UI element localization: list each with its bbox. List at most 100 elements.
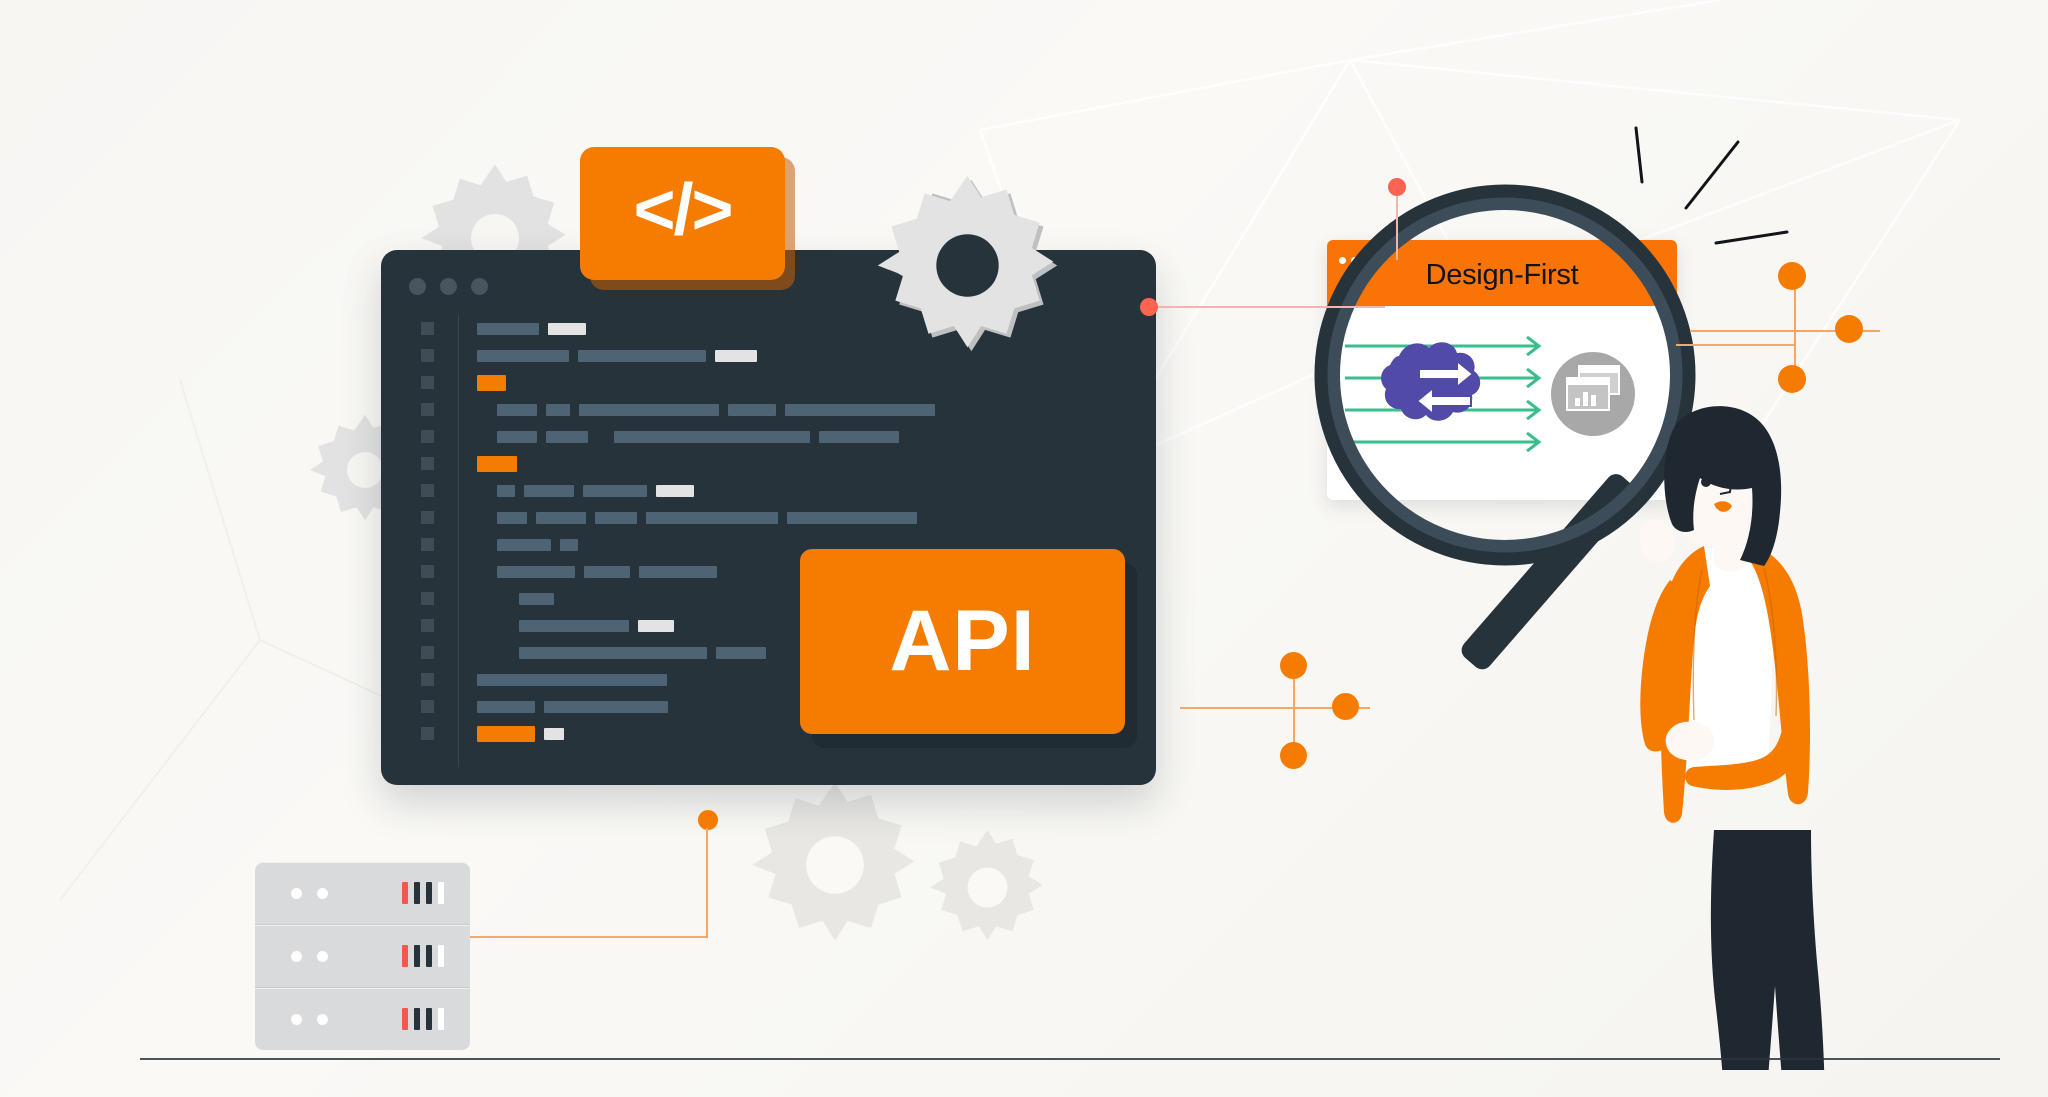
design-first-title: Design-First bbox=[1425, 258, 1579, 291]
code-line[interactable] bbox=[381, 666, 1156, 693]
code-line[interactable] bbox=[381, 450, 1156, 477]
connector-line-right-horizontal bbox=[1690, 330, 1880, 332]
decor-dot-editor-edge bbox=[1140, 298, 1158, 316]
code-token-plain bbox=[546, 403, 570, 416]
editor-code-area[interactable] bbox=[381, 315, 1156, 785]
line-number-marker bbox=[421, 511, 434, 524]
jacket-seams bbox=[1692, 567, 1778, 721]
code-token-plain bbox=[477, 673, 667, 686]
server-status-leds bbox=[291, 1014, 328, 1025]
line-number-marker bbox=[421, 484, 434, 497]
code-token-orange bbox=[477, 455, 517, 472]
hair-fringe bbox=[1680, 417, 1752, 444]
code-line[interactable] bbox=[381, 612, 1156, 639]
window-dot-minimize[interactable] bbox=[1351, 257, 1358, 264]
code-token-group bbox=[477, 349, 766, 362]
code-token-group bbox=[497, 511, 926, 524]
code-token-plain bbox=[785, 403, 935, 416]
code-line[interactable] bbox=[381, 504, 1156, 531]
hand-right bbox=[1665, 721, 1715, 761]
line-number-marker bbox=[421, 727, 434, 740]
code-line[interactable] bbox=[381, 423, 1156, 450]
code-line[interactable] bbox=[381, 585, 1156, 612]
window-dot-close[interactable] bbox=[1339, 257, 1346, 264]
code-line[interactable] bbox=[381, 396, 1156, 423]
editor-window-controls[interactable] bbox=[409, 278, 488, 295]
code-token-plain bbox=[477, 700, 535, 713]
line-number-marker bbox=[421, 673, 434, 686]
line-number-marker bbox=[421, 376, 434, 389]
connector-line-window-drop bbox=[1396, 185, 1398, 260]
code-token-plain bbox=[584, 565, 630, 578]
code-token-plain bbox=[477, 322, 539, 335]
code-token-group bbox=[477, 455, 526, 472]
code-line[interactable] bbox=[381, 477, 1156, 504]
decor-dot-mid-top bbox=[1280, 652, 1307, 679]
server-unit[interactable] bbox=[255, 862, 470, 925]
design-first-window-controls[interactable] bbox=[1339, 257, 1370, 264]
code-line[interactable] bbox=[381, 693, 1156, 720]
line-number-marker bbox=[421, 619, 434, 632]
jacket-sleeve-left bbox=[1640, 580, 1692, 752]
window-dot-close[interactable] bbox=[409, 278, 426, 295]
gear-icon-background-4 bbox=[930, 830, 1043, 940]
code-token-light bbox=[638, 619, 674, 632]
server-status-leds bbox=[291, 951, 328, 962]
decor-dot-right-top bbox=[1778, 262, 1806, 290]
window-dot-maximize[interactable] bbox=[1363, 257, 1370, 264]
code-token-plain bbox=[519, 646, 707, 659]
code-line[interactable] bbox=[381, 639, 1156, 666]
api-badge-label: API bbox=[889, 593, 1036, 689]
code-tags-badge[interactable]: </> bbox=[580, 147, 785, 280]
editor-gutter-rail bbox=[458, 315, 459, 767]
connector-line-server-vertical bbox=[706, 828, 708, 938]
decor-dot-right-middle bbox=[1835, 315, 1863, 343]
code-token-group bbox=[497, 430, 908, 443]
code-line[interactable] bbox=[381, 369, 1156, 396]
code-token-group bbox=[477, 700, 677, 713]
code-token-plain bbox=[497, 430, 537, 443]
code-line[interactable] bbox=[381, 315, 1156, 342]
server-rack[interactable] bbox=[255, 862, 470, 1050]
line-number-marker bbox=[421, 322, 434, 335]
connector-line-right-vertical bbox=[1794, 275, 1796, 390]
code-token-plain bbox=[578, 349, 706, 362]
code-line[interactable] bbox=[381, 342, 1156, 369]
line-number-marker bbox=[421, 430, 434, 443]
code-token-plain bbox=[497, 484, 515, 497]
line-number-marker bbox=[421, 349, 434, 362]
connector-line-server-horizontal bbox=[470, 936, 708, 938]
code-token-group bbox=[477, 725, 573, 742]
code-line[interactable] bbox=[381, 720, 1156, 747]
code-tags-icon: </> bbox=[633, 169, 733, 250]
code-token-plain bbox=[524, 484, 574, 497]
connector-line-window-right bbox=[1676, 344, 1796, 346]
decor-dot-window-top bbox=[1388, 178, 1406, 196]
line-number-marker bbox=[421, 403, 434, 416]
code-line[interactable] bbox=[381, 531, 1156, 558]
code-line[interactable] bbox=[381, 558, 1156, 585]
gear-icon-foreground bbox=[877, 175, 1058, 352]
code-token-plain bbox=[819, 430, 899, 443]
decor-dot-right-bottom bbox=[1778, 365, 1806, 393]
code-token-plain bbox=[536, 511, 586, 524]
code-token-plain bbox=[546, 430, 588, 443]
code-token-plain bbox=[497, 511, 527, 524]
code-token-group bbox=[519, 619, 683, 632]
window-dot-minimize[interactable] bbox=[440, 278, 457, 295]
code-token-group bbox=[497, 403, 944, 416]
code-token-plain bbox=[519, 619, 629, 632]
decor-dot-mid-right bbox=[1332, 693, 1359, 720]
connector-line-editor-to-window bbox=[1155, 306, 1385, 308]
ground-line bbox=[140, 1058, 2000, 1060]
api-badge[interactable]: API bbox=[800, 549, 1125, 734]
connector-line-mid-horizontal bbox=[1180, 707, 1370, 709]
server-unit[interactable] bbox=[255, 988, 470, 1050]
code-token-plain bbox=[787, 511, 917, 524]
window-dot-maximize[interactable] bbox=[471, 278, 488, 295]
code-token-plain bbox=[646, 511, 778, 524]
line-number-marker bbox=[421, 592, 434, 605]
server-unit[interactable] bbox=[255, 925, 470, 988]
line-number-marker bbox=[421, 565, 434, 578]
